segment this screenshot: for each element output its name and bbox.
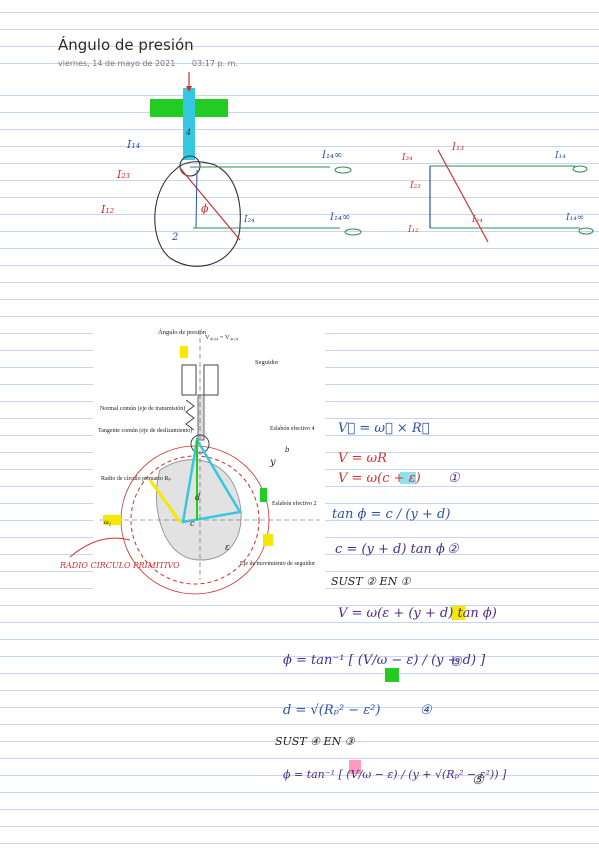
eq-8-num: ③ bbox=[450, 655, 463, 670]
label-i23: I₂₃ bbox=[116, 168, 130, 181]
fig-offset2: Eslabón efectivo 2 bbox=[272, 500, 317, 507]
label-i24: I₂₄ bbox=[243, 215, 255, 225]
note-arrow bbox=[69, 537, 131, 558]
roller bbox=[179, 155, 201, 177]
right-label-i13: I₁₃ bbox=[451, 142, 464, 153]
fig-offset1: Eslabón efectivo 4 bbox=[270, 425, 315, 432]
fig-c: c bbox=[190, 519, 195, 528]
spring bbox=[185, 399, 195, 431]
eq-2: V = ωR bbox=[338, 451, 387, 466]
follower-housing-right bbox=[203, 364, 219, 396]
fig-note: RADIO CIRCULO PRIMITIVO bbox=[59, 561, 180, 570]
fig-follower: Seguidor bbox=[255, 359, 279, 366]
fig-y: y bbox=[269, 457, 276, 468]
fig-base-radius: Radio de círculo primario Rₚ bbox=[101, 476, 171, 482]
right-label-i1: I₁₄ bbox=[554, 151, 566, 161]
eq-9: d = √(Rₚ² − ε²) bbox=[283, 703, 380, 718]
label-i14: I₁₄ bbox=[126, 138, 140, 151]
eq-10: SUST ④ EN ③ bbox=[275, 735, 356, 748]
eq-8: ϕ = tan⁻¹ [ (V/ω − ε) / (y + d) ] bbox=[283, 653, 486, 668]
eq-11-num: ⑤ bbox=[472, 773, 485, 788]
fig-angle: Ángulo de presión bbox=[158, 328, 207, 336]
page-date: viernes, 14 de mayo de 2021 bbox=[58, 59, 176, 68]
right-label-i34: I₃₄ bbox=[401, 153, 413, 163]
label-i1-inf: I₁₄∞ bbox=[321, 150, 342, 161]
follower-stem bbox=[183, 88, 195, 160]
velocity-triangle bbox=[181, 436, 243, 524]
right-normal bbox=[437, 149, 489, 243]
eq-9-num: ④ bbox=[420, 703, 433, 718]
eq-3-num: ① bbox=[448, 471, 461, 486]
page-datetime: viernes, 14 de mayo de 2021 03:17 p. m. bbox=[58, 59, 238, 68]
cam-outline bbox=[154, 161, 241, 267]
eq-7: V = ω(ε + (y + d) tan ϕ) bbox=[338, 606, 497, 621]
omega-highlight bbox=[103, 515, 121, 525]
fig-omega: ω₂ bbox=[104, 518, 112, 526]
right-label-i1-inf: I₁₄∞ bbox=[565, 213, 584, 223]
eq-5-num: ② bbox=[447, 542, 460, 557]
eq-11: ϕ = tan⁻¹ [ (V/ω − ε) / (y + √(Rₚ² − ε²)… bbox=[283, 768, 507, 781]
yellow-mark bbox=[263, 534, 273, 546]
follower-housing-left bbox=[181, 364, 197, 396]
page-time: 03:17 p. m. bbox=[191, 59, 238, 68]
normal-line bbox=[179, 167, 241, 241]
green-mark bbox=[260, 488, 267, 502]
eq-6: SUST ② EN ① bbox=[331, 575, 412, 588]
fig-tangent: Tangente común (eje de deslizamiento) bbox=[98, 427, 192, 434]
label-i12: I₁₂ bbox=[100, 203, 114, 216]
fig-axis: Eje de movimiento de seguidor bbox=[240, 561, 315, 567]
right-label-i12: I₁₂ bbox=[407, 225, 419, 235]
label-phi: ϕ bbox=[201, 202, 209, 215]
eq-3: V = ω(c + ε) bbox=[338, 471, 421, 486]
follower-rod bbox=[197, 394, 205, 441]
eq-1: V⃗ = ω⃗ × R⃗ bbox=[338, 421, 430, 436]
fig-b: b bbox=[285, 446, 290, 454]
fig-e: ε bbox=[225, 543, 230, 553]
eq-5: c = (y + d) tan ϕ bbox=[335, 542, 445, 557]
label-i2-inf: I₁₄∞ bbox=[329, 212, 350, 223]
label-two: 2 bbox=[171, 232, 178, 243]
radius-line bbox=[148, 479, 182, 523]
right-label-i24: I₂₄ bbox=[471, 215, 483, 225]
fig-normal: Normal común (eje de transmisión) bbox=[100, 405, 185, 412]
fig-velocity: V₄,₃₄ = V₄,₂₄ bbox=[205, 334, 239, 341]
fig-d: d bbox=[195, 493, 200, 502]
label-four: 4 bbox=[185, 128, 191, 137]
page-title: Ángulo de presión bbox=[58, 36, 194, 54]
cam-body bbox=[155, 459, 242, 561]
eq-4: tan ϕ = c / (y + d) bbox=[332, 507, 450, 522]
yellow-mark-top bbox=[180, 346, 188, 358]
center-line bbox=[195, 169, 198, 229]
right-label-i23: I₂₃ bbox=[409, 181, 421, 191]
